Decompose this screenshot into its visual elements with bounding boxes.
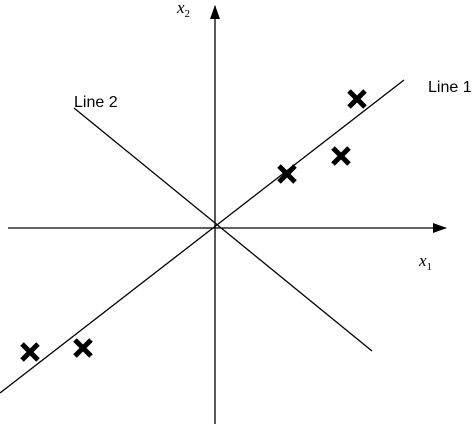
line-1-label: Line 1 <box>428 79 472 96</box>
data-point-cross <box>331 146 351 166</box>
x1-axis-label: x1 <box>418 251 432 273</box>
data-point-cross <box>277 164 297 184</box>
line-2-label: Line 2 <box>74 94 118 111</box>
x1-axis-label-sub: 1 <box>427 261 433 273</box>
data-point-cross <box>347 89 367 109</box>
x1-axis-label-main: x <box>418 251 427 270</box>
x2-axis-label: x2 <box>176 0 190 20</box>
x2-axis-label-main: x <box>176 0 185 17</box>
x2-axis-label-sub: 2 <box>185 8 191 20</box>
data-point-cross <box>20 342 40 362</box>
line-1 <box>0 79 405 394</box>
data-point-cross <box>73 338 93 358</box>
line-2 <box>73 107 373 352</box>
